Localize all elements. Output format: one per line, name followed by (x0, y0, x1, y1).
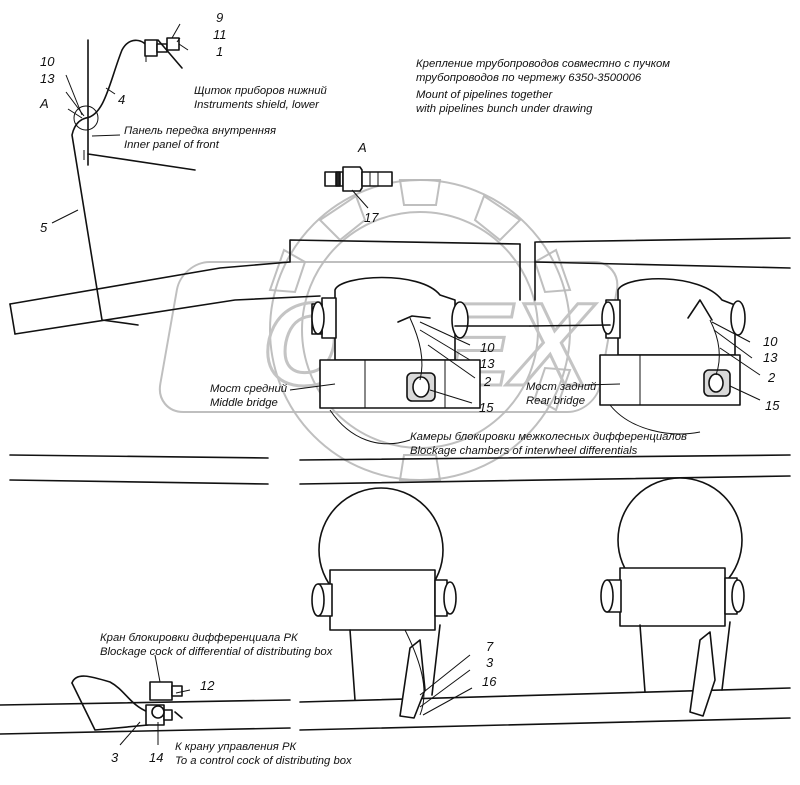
callout-10-middle: 10 (480, 340, 495, 355)
callout-16: 16 (482, 674, 497, 689)
cock-label-ru: Кран блокировки дифференциала РК (100, 632, 299, 644)
callout-17: 17 (364, 210, 379, 225)
callout-numbers: 9 11 1 10 13 A 4 5 A 17 10 13 2 15 10 13… (39, 10, 780, 765)
callout-3-cock: 3 (111, 750, 119, 765)
callout-13-rear: 13 (763, 350, 778, 365)
callout-15-rear: 15 (765, 398, 780, 413)
blockage-cock-assembly (71, 654, 191, 746)
watermark-gear (268, 179, 572, 481)
control-cock-label-en: To a control cock of distributing box (175, 755, 352, 767)
frame-upper (9, 237, 791, 335)
callout-7: 7 (486, 639, 494, 654)
callout-10-top: 10 (40, 54, 55, 69)
shield-label-ru: Щиток приборов нижний (194, 85, 328, 97)
callout-9: 9 (216, 10, 223, 25)
chambers-label-ru: Камеры блокировки межколесных дифференци… (410, 431, 687, 443)
callout-3-axle: 3 (486, 655, 494, 670)
callout-12: 12 (200, 678, 215, 693)
control-cock-label-ru: К крану управления РК (175, 741, 298, 753)
middle-axle-top (289, 276, 481, 445)
chambers-label-en: Blockage chambers of interwheel differen… (410, 445, 638, 457)
cock-label-en: Blockage cock of differential of distrib… (100, 646, 333, 658)
instrument-shield-assembly (51, 23, 196, 326)
callout-13-middle: 13 (480, 356, 495, 371)
text-labels: Щиток приборов нижний Instruments shield… (100, 58, 687, 767)
detail-a-title: A (357, 140, 367, 155)
mount-label-en-1: Mount of pipelines together (416, 89, 554, 101)
rear-axle-bottom (600, 477, 745, 717)
callout-13-top: 13 (40, 71, 55, 86)
rear-axle-top (454, 278, 761, 435)
middle-bridge-ru: Мост средний (210, 383, 288, 395)
callout-14: 14 (149, 750, 163, 765)
rear-bridge-en: Rear bridge (526, 395, 585, 407)
callout-11: 11 (213, 27, 227, 42)
callout-5: 5 (40, 220, 48, 235)
mount-label-ru-2: трубопроводов по чертежу 6350-3500006 (416, 72, 642, 84)
callout-15-middle: 15 (479, 400, 494, 415)
callout-2-rear: 2 (767, 370, 776, 385)
middle-axle-bottom (311, 487, 473, 719)
detail-a-marker: A (39, 96, 49, 111)
callout-10-rear: 10 (763, 334, 778, 349)
shield-label-en: Instruments shield, lower (194, 99, 320, 111)
callout-2-middle: 2 (483, 374, 492, 389)
rear-bridge-ru: Мост задний (526, 381, 597, 393)
mount-label-ru-1: Крепление трубопроводов совместно с пучк… (416, 58, 670, 70)
panel-label-en: Inner panel of front (124, 139, 220, 151)
callout-1: 1 (216, 44, 223, 59)
mount-label-en-2: with pipelines bunch under drawing (416, 103, 593, 115)
callout-4: 4 (118, 92, 125, 107)
detail-a-fitting (324, 166, 393, 209)
middle-bridge-en: Middle bridge (210, 397, 278, 409)
panel-label-ru: Панель передка внутренняя (124, 125, 276, 137)
